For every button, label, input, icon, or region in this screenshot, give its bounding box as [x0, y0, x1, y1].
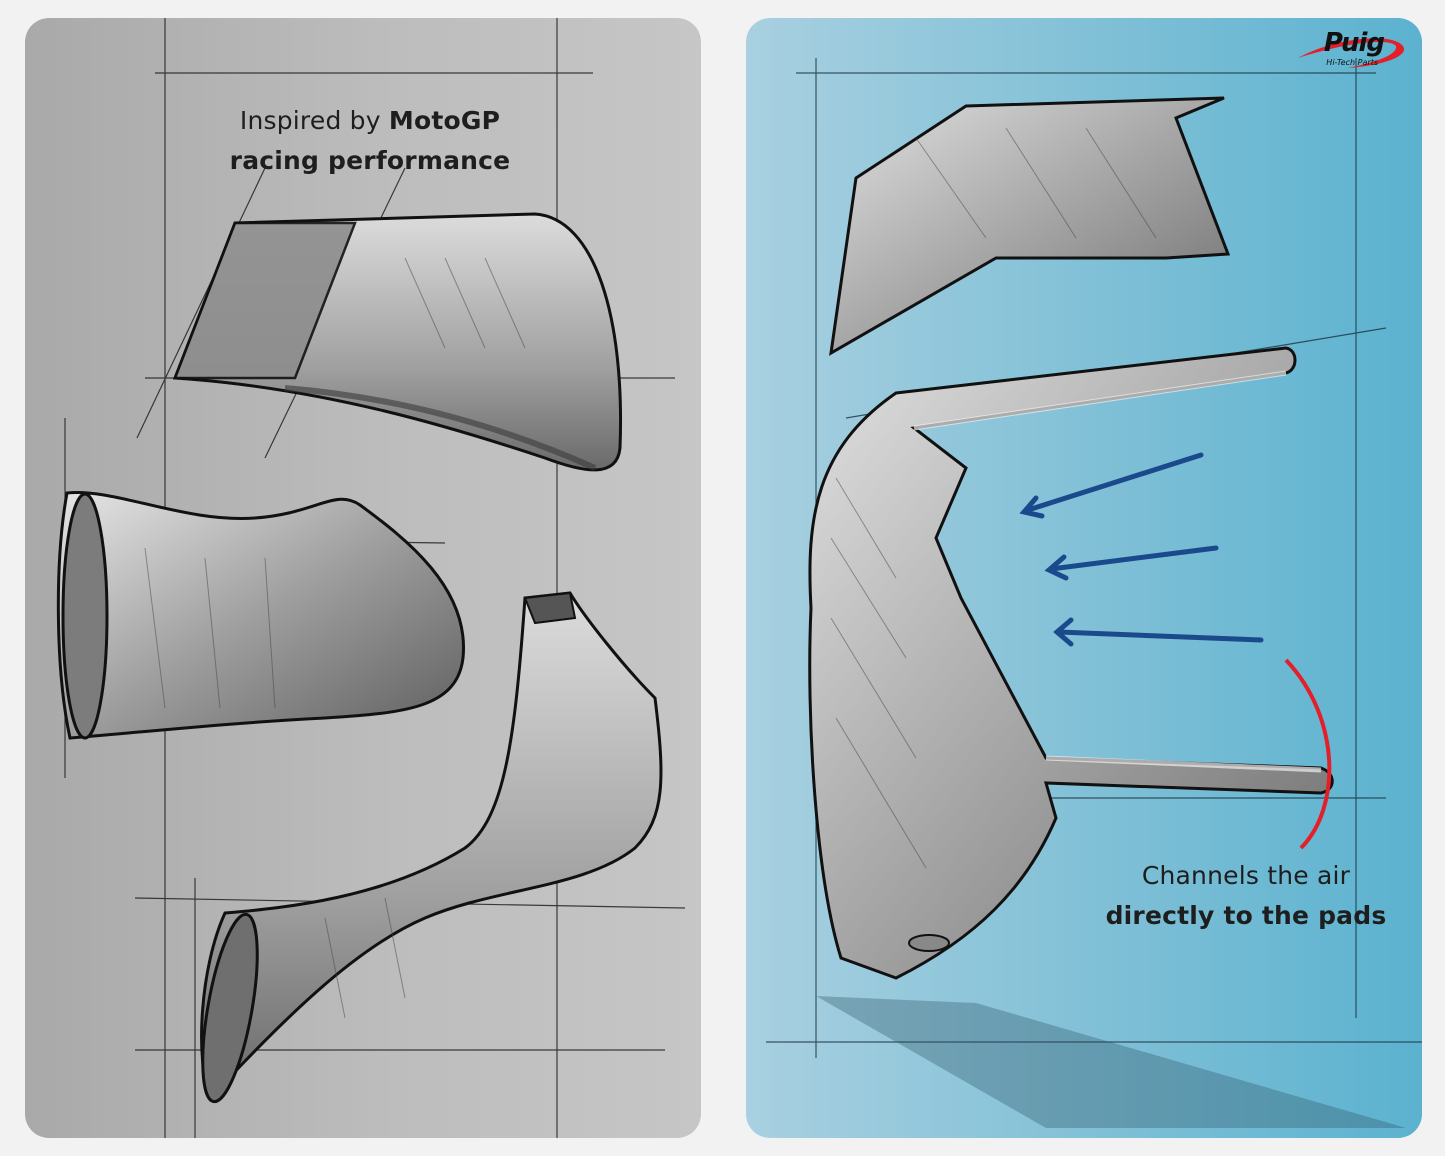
airflow-arrow-1 [1025, 452, 1204, 513]
airflow-arrow-2 [1048, 545, 1219, 572]
arrowhead-3 [1053, 617, 1074, 647]
right-caption: Channels the air directly to the pads [1076, 856, 1416, 936]
logo-swoosh-icon [1298, 38, 1405, 68]
left-sketch-panel: Inspired by MotoGP racing performance [25, 18, 701, 1138]
caption-bold-motogp: MotoGP [388, 106, 501, 135]
airflow-arrow-3 [1056, 629, 1264, 643]
puig-logo: Puig Hi-Tech Parts [1258, 28, 1408, 72]
left-caption: Inspired by MotoGP racing performance [175, 101, 565, 181]
caption-line2-bold: directly to the pads [1105, 901, 1387, 930]
airflow-arrows [1019, 452, 1264, 647]
arrowhead-2 [1044, 554, 1069, 581]
right-sketch-panel: Puig Hi-Tech Parts Channels the air dire… [746, 18, 1422, 1138]
logo-tagline: Hi-Tech Parts [1326, 58, 1378, 67]
caption-bold-line2: racing performance [229, 146, 511, 175]
caption-line1: Channels the air [1141, 861, 1351, 890]
air-duct-sketches [56, 18, 686, 1138]
caption-normal-text: Inspired by [239, 106, 389, 135]
logo-wordmark: Puig [1323, 28, 1385, 58]
red-arc [1284, 658, 1332, 850]
brake-duct-sketch [766, 58, 1422, 1128]
arrowhead-1 [1019, 495, 1045, 519]
